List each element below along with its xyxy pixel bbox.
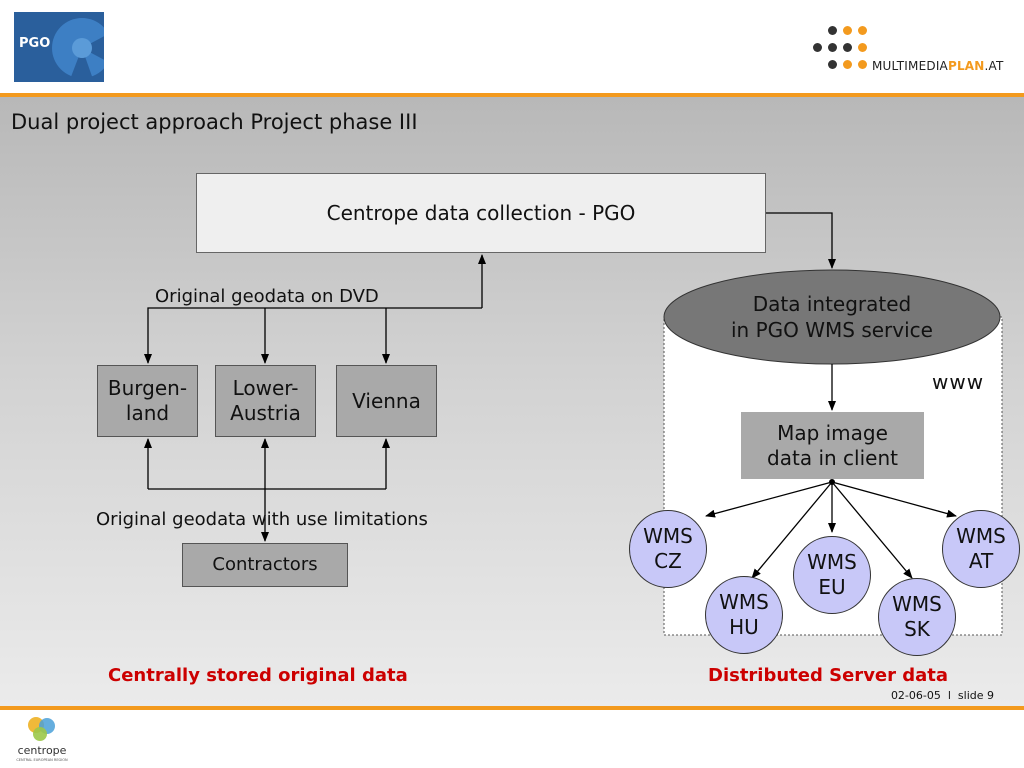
wms-node-eu: WMS EU xyxy=(793,536,871,614)
multimediaplan-logo-text: MULTIMEDIAPLAN.AT xyxy=(872,59,1004,73)
contractors-box: Contractors xyxy=(182,543,348,587)
label-distributed: Distributed Server data xyxy=(708,665,949,686)
header-divider xyxy=(0,93,1024,97)
wms-node-cz: WMS CZ xyxy=(629,510,707,588)
footer-divider xyxy=(0,706,1024,710)
label-dvd: Original geodata on DVD xyxy=(155,286,379,307)
burgenland-box: Burgen- land xyxy=(97,365,198,437)
wms-node-sk: WMS SK xyxy=(878,578,956,656)
pgo-logo-text: PGO xyxy=(19,36,51,51)
slide-number: 02-06-05 l slide 9 xyxy=(890,689,994,702)
centrope-emblem-icon xyxy=(28,717,55,741)
arrow-pgo-to-wms xyxy=(766,212,836,269)
wms-node-hu: WMS HU xyxy=(705,576,783,654)
pgo-emblem-icon xyxy=(52,18,104,82)
label-centrally-stored: Centrally stored original data xyxy=(108,665,408,686)
wms-service-label: Data integrated in PGO WMS service xyxy=(731,292,933,342)
pgo-logo: PGO xyxy=(14,12,104,82)
label-use-limitations: Original geodata with use limitations xyxy=(96,509,428,530)
centrope-logo-text: centrope xyxy=(17,744,67,757)
line-dvd-bus xyxy=(144,307,482,364)
arrow-map-to-cz xyxy=(705,481,833,518)
burgenland-label: Burgen- land xyxy=(107,376,188,425)
pgo-data-collection-box: Centrope data collection - PGO xyxy=(196,173,766,253)
centrope-logo-subtext: CENTRAL EUROPEAN REGION xyxy=(16,758,68,762)
map-image-box: Map image data in client xyxy=(741,412,924,479)
multimediaplan-logo: MULTIMEDIAPLAN.AT xyxy=(812,26,1012,74)
footer xyxy=(0,710,1024,768)
centrope-logo: centrope CENTRAL EUROPEAN REGION xyxy=(12,714,76,764)
header: PGO MULTIMEDIAPLAN.AT xyxy=(0,0,1024,93)
slide-title: Dual project approach Project phase III xyxy=(11,110,418,134)
arrow-map-to-at xyxy=(831,481,957,518)
lower-austria-label: Lower- Austria xyxy=(230,376,301,425)
vienna-box: Vienna xyxy=(336,365,437,437)
wms-node-at: WMS AT xyxy=(942,510,1020,588)
arrow-map-to-hu xyxy=(751,481,833,579)
label-www: www xyxy=(932,370,985,394)
lower-austria-box: Lower- Austria xyxy=(215,365,316,437)
arrow-map-to-sk xyxy=(831,481,913,579)
